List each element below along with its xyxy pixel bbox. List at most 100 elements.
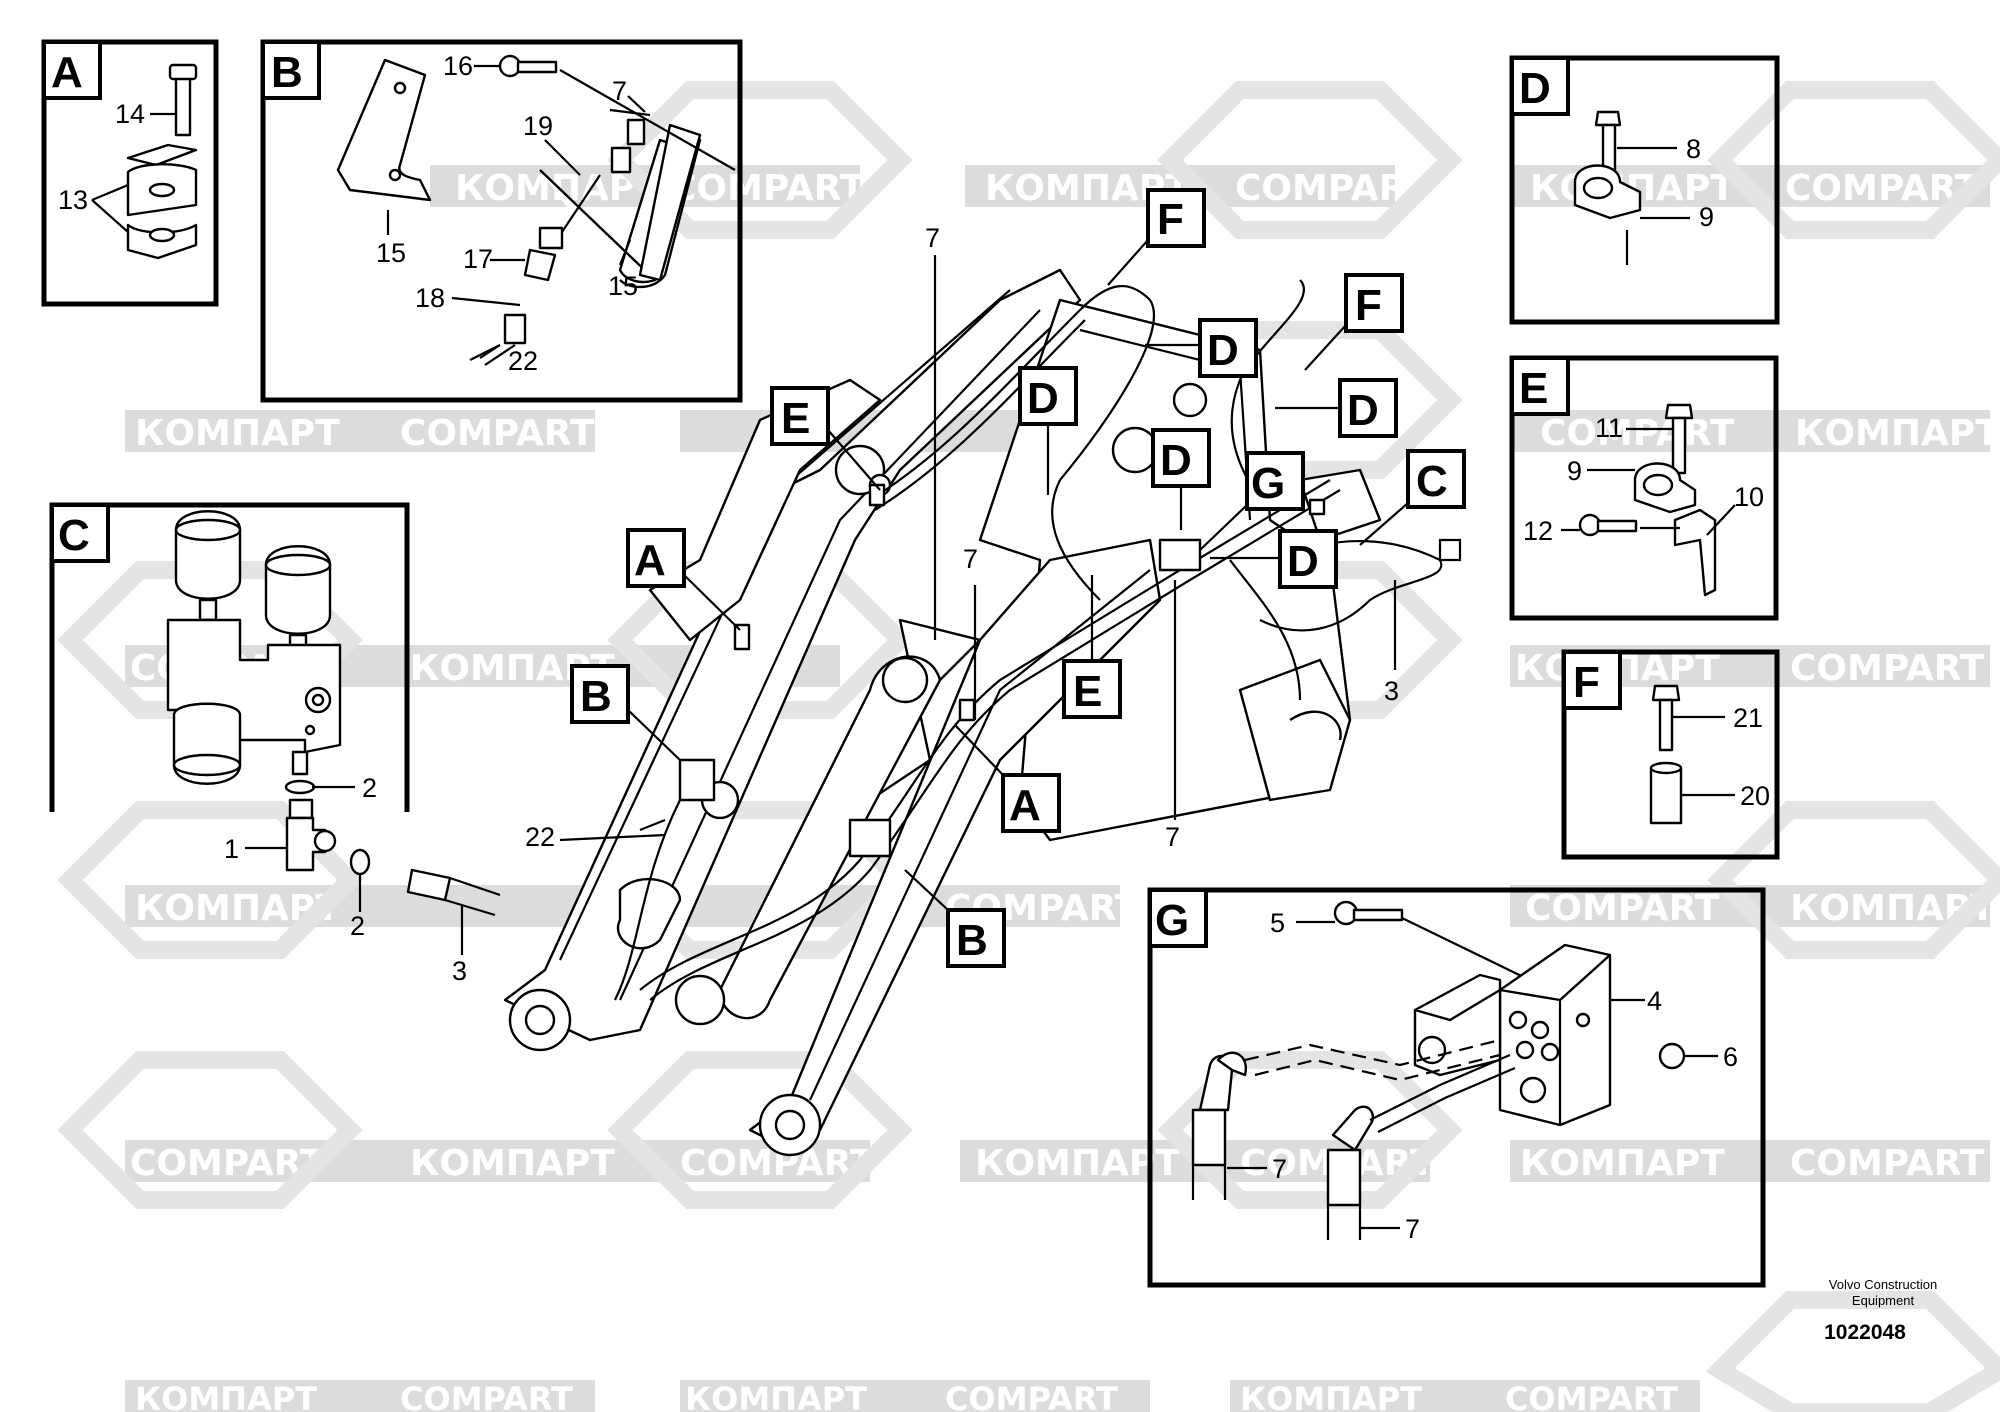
inset-G-label: G bbox=[1155, 896, 1189, 945]
callout-A: A bbox=[1009, 781, 1041, 830]
inset-E: E bbox=[1509, 355, 1779, 621]
drawing-number: 1022048 bbox=[1824, 1321, 1906, 1344]
part-label-8: 8 bbox=[1686, 134, 1701, 164]
svg-text:COMPART: COMPART bbox=[945, 1380, 1118, 1412]
part-label-2: 2 bbox=[350, 911, 365, 941]
callout-B: B bbox=[580, 672, 612, 721]
hydraulic-hose-upper bbox=[869, 285, 1151, 501]
part-label-7: 7 bbox=[612, 76, 627, 106]
svg-text:COMPART: COMPART bbox=[400, 413, 595, 454]
part-label-13: 13 bbox=[58, 185, 88, 215]
inset-E-label: E bbox=[1519, 364, 1548, 413]
svg-text:COMPART: COMPART bbox=[1505, 1380, 1678, 1412]
bolt-8 bbox=[1594, 110, 1622, 127]
svg-text:КОМПАРТ: КОМПАРТ bbox=[135, 1380, 317, 1412]
inset-C-label: C bbox=[58, 511, 90, 560]
svg-text:КОМПАРТ: КОМПАРТ bbox=[135, 413, 340, 454]
callout-D: D bbox=[1207, 326, 1239, 375]
part-label-6: 6 bbox=[1723, 1042, 1738, 1072]
rear-frame bbox=[1238, 658, 1352, 802]
main-leaders bbox=[559, 255, 1397, 842]
bolt-21 bbox=[1651, 684, 1681, 702]
part-label-3: 3 bbox=[1384, 676, 1399, 706]
part-label-15: 15 bbox=[608, 271, 638, 301]
svg-text:КОМПАРТ: КОМПАРТ bbox=[410, 1143, 615, 1184]
callout-D: D bbox=[1347, 386, 1379, 435]
inset-A-label: A bbox=[51, 48, 83, 97]
inset-B: B bbox=[260, 39, 743, 403]
part-label-18: 18 bbox=[415, 283, 445, 313]
svg-text:COMPART: COMPART bbox=[1525, 888, 1720, 929]
callout-G: G bbox=[1251, 459, 1285, 508]
inset-B-label: B bbox=[271, 48, 303, 97]
bolt-11 bbox=[1664, 403, 1694, 420]
part-label-4: 4 bbox=[1647, 986, 1662, 1016]
part-label-5: 5 bbox=[1270, 908, 1285, 938]
callout-F: F bbox=[1157, 195, 1184, 244]
brand-line-1: Volvo Construction bbox=[1829, 1277, 1937, 1292]
callout-B: B bbox=[956, 916, 988, 965]
watermark-row-6: КОМПАРТ COMPART КОМПАРТ COMPART КОМПАРТ … bbox=[125, 1380, 1700, 1412]
inset-D: D bbox=[1509, 55, 1780, 325]
part-label-10: 10 bbox=[1734, 482, 1764, 512]
svg-text:КОМПАРТ: КОМПАРТ bbox=[1240, 1380, 1422, 1412]
callout-F: F bbox=[1355, 281, 1382, 330]
part-label-7: 7 bbox=[1405, 1214, 1420, 1244]
callout-D: D bbox=[1160, 436, 1192, 485]
part-label-14: 14 bbox=[115, 99, 145, 129]
footer: Volvo Construction Equipment 1022048 bbox=[1824, 1277, 1937, 1344]
spacer-20 bbox=[1649, 766, 1683, 825]
part-label-15: 15 bbox=[376, 238, 406, 268]
part-label-3: 3 bbox=[452, 956, 467, 986]
inset-F: F bbox=[1561, 649, 1780, 860]
watermark-row-5: COMPART КОМПАРТ COMPART КОМПАРТ COMPART … bbox=[125, 1140, 1990, 1184]
part-label-22: 22 bbox=[508, 346, 538, 376]
part-label-21: 21 bbox=[1733, 703, 1763, 733]
svg-text:КОМПАРТ: КОМПАРТ bbox=[685, 1380, 867, 1412]
main-boom-assembly bbox=[503, 268, 1462, 1157]
bolt-14 bbox=[174, 73, 192, 137]
part-label-17: 17 bbox=[463, 244, 493, 274]
part-label-22: 22 bbox=[525, 822, 555, 852]
part-label-9: 9 bbox=[1699, 202, 1714, 232]
svg-text:КОМПАРТ: КОМПАРТ bbox=[1520, 1143, 1725, 1184]
bracket-15 bbox=[336, 58, 432, 202]
svg-text:COMPART: COMPART bbox=[1540, 413, 1735, 454]
callout-C: C bbox=[1416, 457, 1448, 506]
part-label-7: 7 bbox=[963, 544, 978, 574]
brand-line-2: Equipment bbox=[1852, 1293, 1915, 1308]
callout-E: E bbox=[781, 394, 810, 443]
part-label-1: 1 bbox=[224, 834, 239, 864]
main-callout-tags: F F D D D D D G C E E bbox=[570, 188, 1466, 968]
part-label-19: 19 bbox=[523, 111, 553, 141]
svg-text:COMPART: COMPART bbox=[670, 168, 865, 209]
callout-D: D bbox=[1287, 537, 1319, 586]
part-label-7: 7 bbox=[1272, 1154, 1287, 1184]
callout-A: A bbox=[634, 536, 666, 585]
clamp-plate-13 bbox=[126, 143, 198, 167]
svg-text:COMPART: COMPART bbox=[400, 1380, 573, 1412]
bracket-10 bbox=[1673, 508, 1717, 597]
part-label-2: 2 bbox=[362, 773, 377, 803]
inset-D-label: D bbox=[1519, 64, 1551, 113]
part-label-9: 9 bbox=[1567, 456, 1582, 486]
svg-text:КОМПАРТ: КОМПАРТ bbox=[975, 1143, 1180, 1184]
part-label-11: 11 bbox=[1595, 413, 1623, 443]
svg-text:COMPART: COMPART bbox=[1790, 1143, 1985, 1184]
valve-block-4 bbox=[1498, 943, 1612, 1127]
part-label-12: 12 bbox=[1523, 516, 1553, 546]
part-label-20: 20 bbox=[1740, 781, 1770, 811]
part-label-16: 16 bbox=[443, 51, 473, 81]
hose-22 bbox=[614, 759, 701, 1001]
inset-C: C bbox=[49, 502, 501, 955]
callout-D: D bbox=[1027, 374, 1059, 423]
right-boom-arm bbox=[748, 538, 1162, 1147]
callout-E: E bbox=[1073, 667, 1102, 716]
part-label-7: 7 bbox=[1165, 822, 1180, 852]
svg-text:COMPART: COMPART bbox=[1790, 648, 1985, 689]
inset-A: A bbox=[41, 39, 219, 307]
svg-text:КОМПАРТ: КОМПАРТ bbox=[1795, 413, 2000, 454]
inset-G: G bbox=[1147, 887, 1766, 1288]
inset-F-label: F bbox=[1573, 658, 1600, 707]
